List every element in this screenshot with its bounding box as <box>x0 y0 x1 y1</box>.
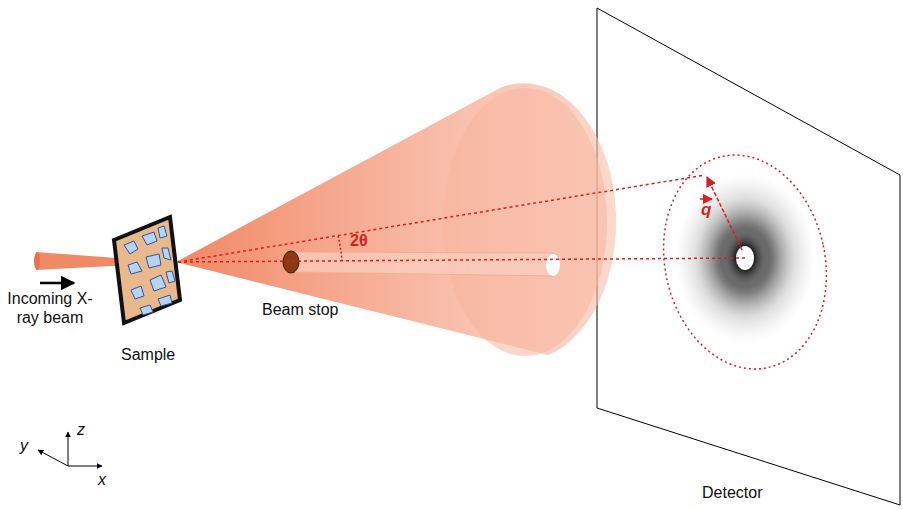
sample-label: Sample <box>121 345 175 364</box>
sample-particles <box>124 226 175 315</box>
tube-opening <box>546 254 560 276</box>
direct-ray <box>178 258 745 262</box>
axis-x: x <box>98 470 106 489</box>
q-label: q <box>701 200 711 220</box>
detector-label: Detector <box>702 483 762 502</box>
scattering-cone <box>176 83 616 355</box>
scattered-ray <box>178 175 705 262</box>
axis-y: y <box>20 436 28 455</box>
sample-holder <box>114 217 180 323</box>
axes <box>38 432 102 466</box>
angle-arc <box>338 236 342 261</box>
beam-stop-label: Beam stop <box>262 300 338 319</box>
scattering-ring <box>644 140 845 385</box>
q-vector-sign <box>700 198 712 200</box>
beam-label: Incoming X-ray beam <box>2 289 98 327</box>
q-vector <box>707 177 742 250</box>
angle-label: 2θ <box>350 231 368 250</box>
cone-face <box>443 88 607 356</box>
direct-beam-tube <box>290 252 553 276</box>
beam-direction-arrow <box>40 282 74 285</box>
beam-stop <box>283 251 299 273</box>
axis-z: z <box>77 420 85 439</box>
detector-panel <box>597 8 900 505</box>
beam-end <box>34 252 40 270</box>
